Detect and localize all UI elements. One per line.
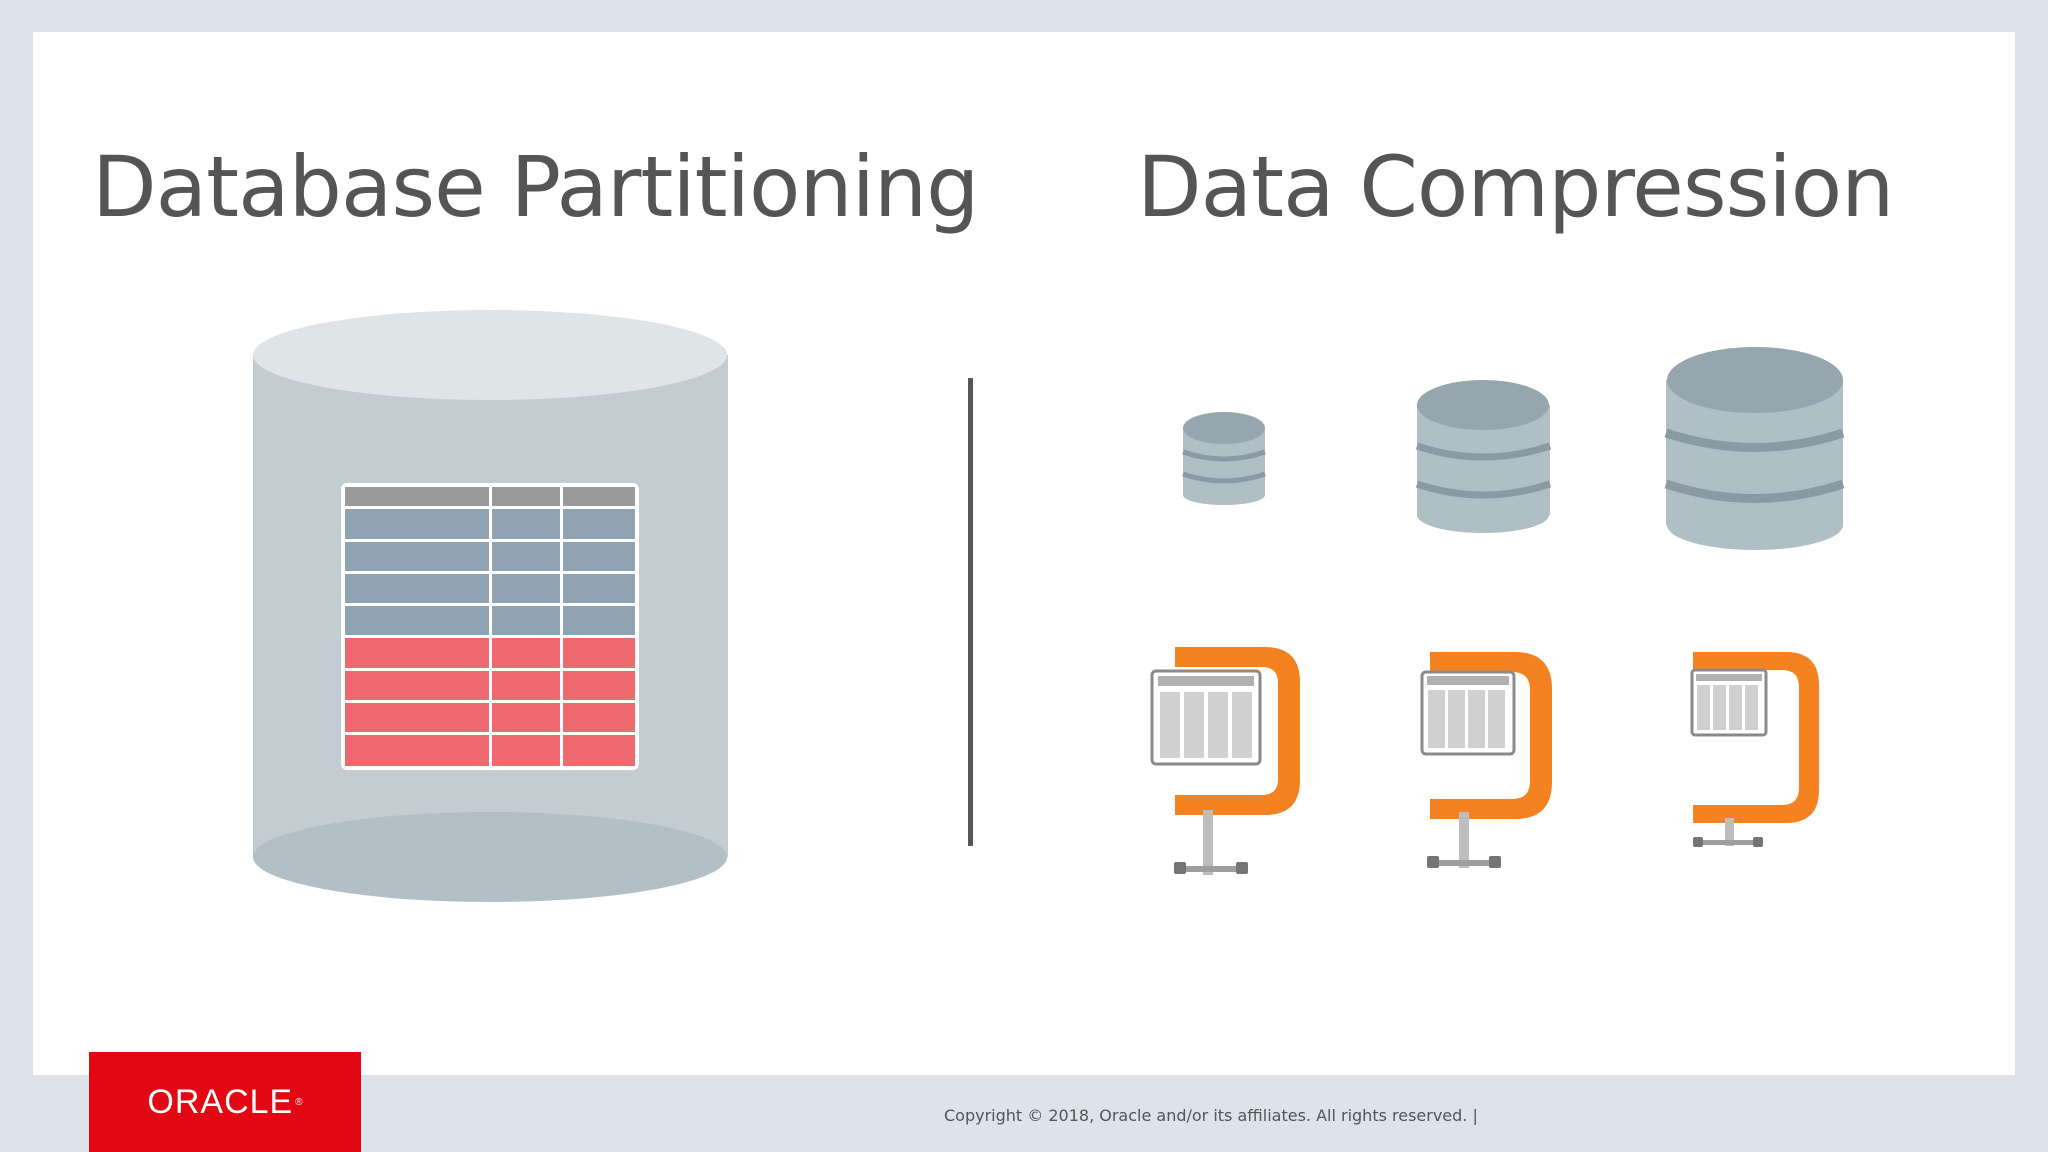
copyright-text: Copyright © 2018, Oracle and/or its affi…	[944, 1106, 1478, 1125]
small-database-icon	[1182, 412, 1266, 505]
medium-database-icon	[1415, 380, 1552, 533]
clamp-table-icon	[1690, 652, 1819, 847]
registered-mark: ®	[295, 1096, 303, 1108]
oracle-logo: ORACLE®	[89, 1052, 361, 1152]
clamp-table-icon	[1150, 647, 1300, 875]
database-table-partition-icon	[253, 310, 728, 902]
table-red-partition	[345, 638, 635, 766]
large-database-icon	[1664, 347, 1845, 550]
table-header-row	[345, 487, 635, 506]
left-title: Database Partitioning	[92, 138, 979, 236]
right-title: Data Compression	[1137, 138, 1894, 236]
table-blue-partition	[345, 509, 635, 635]
vertical-divider	[968, 378, 973, 846]
clamp-table-icon	[1420, 652, 1552, 868]
logo-text: ORACLE	[147, 1082, 294, 1121]
